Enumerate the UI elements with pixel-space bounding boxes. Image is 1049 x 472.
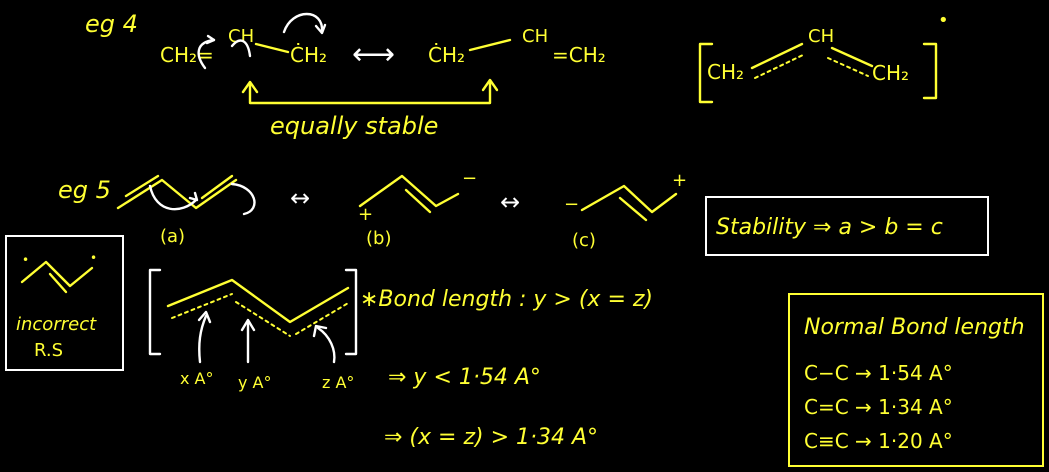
- hybrid-bond-left: [750, 42, 804, 70]
- curved-arrow-icon: [188, 191, 199, 202]
- eg5-label: eg 5: [58, 176, 111, 204]
- eg4-bond-line-2: [468, 38, 512, 52]
- bond-length-line-2: ⇒ y < 1·54 A°: [388, 365, 541, 390]
- eg4-s1-ch2-right: ĊH₂: [290, 43, 327, 67]
- hybrid-ch2-left: CH₂: [707, 60, 744, 84]
- butadiene-hybrid-dashed-2: [235, 301, 291, 337]
- hybrid-bracket-right-2: [344, 268, 358, 356]
- bond-x-label: x A°: [180, 369, 214, 388]
- normal-bond-row-3: C≡C → 1·20 A°: [804, 429, 953, 453]
- eg5-a-label: (a): [160, 226, 185, 247]
- eg5-arrow-2: ↔: [500, 188, 520, 216]
- incorrect-rs-double-bond: [48, 272, 68, 294]
- hybrid-dashed-bond-left: [754, 53, 806, 79]
- pointer-arrow-z: [316, 326, 336, 364]
- curved-arrow-icon: [148, 184, 198, 211]
- hybrid-dashed-bond-right: [827, 57, 869, 77]
- normal-bond-row-2: C=C → 1·34 A°: [804, 395, 953, 419]
- hybrid-bracket-left-2: [148, 268, 162, 356]
- hybrid-bracket-right: [922, 42, 938, 100]
- hybrid-ch: CH: [808, 26, 834, 47]
- stability-text: Stability ⇒ a > b = c: [716, 215, 943, 240]
- eg4-s2-ch2-right: =CH₂: [552, 43, 606, 67]
- incorrect-rs-skeleton: [20, 260, 94, 288]
- butadiene-hybrid-skeleton: [166, 278, 350, 324]
- incorrect-rs-line-2: R.S: [34, 340, 63, 361]
- eg5-arrow-1: ↔: [290, 184, 310, 212]
- stability-box: [705, 196, 989, 256]
- eg5-c-plus: +: [672, 170, 687, 191]
- arrow-head-icon: [481, 78, 499, 92]
- eg4-s1-ch: CH: [228, 26, 254, 47]
- normal-bond-box: [788, 293, 1044, 467]
- curved-arrow-icon: [282, 12, 324, 34]
- eg5-b-skeleton: [358, 174, 460, 208]
- eg5-a-skeleton: [116, 178, 238, 210]
- arrow-head-icon: [241, 80, 259, 94]
- eg4-label: eg 4: [85, 10, 138, 38]
- bond-z-label: z A°: [322, 373, 354, 392]
- eg5-b-label: (b): [366, 228, 391, 249]
- eg4-s2-ch: CH: [522, 26, 548, 47]
- eg4-resonance-arrow: ⟷: [352, 37, 395, 72]
- equally-stable-bracket: [248, 80, 492, 105]
- curved-arrow-icon: [230, 39, 252, 58]
- eg4-bond-line-1: [254, 42, 290, 54]
- pointer-arrow-x: [198, 314, 208, 364]
- butadiene-hybrid-dashed-1: [171, 293, 233, 319]
- hybrid-radical-dot: •: [938, 10, 949, 31]
- normal-bond-title: Normal Bond length: [804, 315, 1025, 340]
- eg5-c-skeleton: [580, 184, 678, 214]
- eg4-s2-ch2-left: ĊH₂: [428, 43, 465, 67]
- incorrect-rs-dot-1: •: [22, 253, 29, 267]
- eg5-b-double-bond: [404, 188, 432, 214]
- eg5-b-minus: −: [462, 168, 477, 189]
- equally-stable-text: equally stable: [270, 112, 438, 140]
- pointer-arrow-y: [240, 318, 256, 332]
- eg5-c-minus: −: [564, 194, 579, 215]
- bond-length-line-1: ∗Bond length : y > (x = z): [360, 287, 653, 312]
- incorrect-rs-box: [5, 235, 124, 371]
- eg4-s1-ch2-left: CH₂=: [160, 43, 214, 67]
- eg5-a-double-bond-1: [124, 174, 160, 198]
- eg5-c-double-bond: [618, 196, 648, 222]
- bond-y-label: y A°: [238, 373, 272, 392]
- eg5-c-label: (c): [572, 230, 596, 251]
- incorrect-rs-dot-2: •: [90, 251, 97, 265]
- pointer-arrow-x: [197, 310, 212, 324]
- hybrid-bond-right: [830, 46, 874, 68]
- curved-arrow-icon: [314, 23, 327, 35]
- pointer-arrow-z: [312, 324, 328, 338]
- hybrid-ch2-right: CH₂: [872, 61, 909, 85]
- curved-arrow-icon: [230, 182, 256, 216]
- eg5-a-double-bond-2: [200, 174, 234, 200]
- incorrect-rs-line-1: incorrect: [16, 314, 97, 335]
- normal-bond-row-1: C−C → 1·54 A°: [804, 361, 953, 385]
- bond-length-line-3: ⇒ (x = z) > 1·34 A°: [384, 425, 598, 450]
- curved-arrow-icon: [205, 34, 216, 45]
- butadiene-hybrid-dashed-3: [295, 301, 351, 335]
- eg5-b-plus: +: [358, 204, 373, 225]
- hybrid-bracket-left: [698, 42, 714, 104]
